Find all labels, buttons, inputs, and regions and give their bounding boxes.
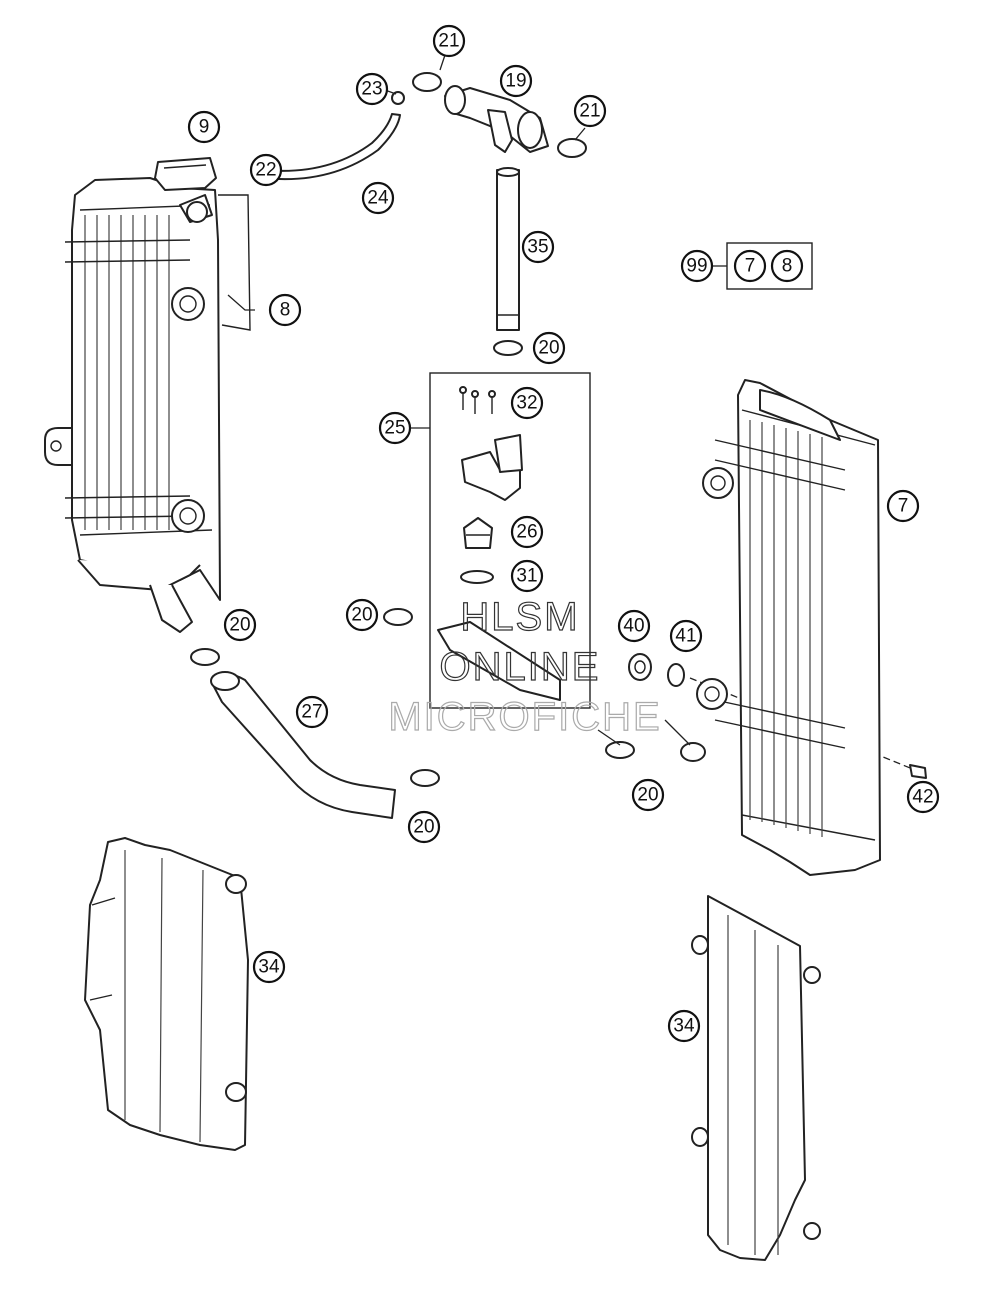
right-radiator-shroud: [691, 895, 821, 1261]
callout-41: 41: [669, 619, 703, 653]
callout-21: 21: [573, 94, 607, 128]
svg-text:21: 21: [438, 31, 459, 52]
screws: [459, 386, 496, 414]
callout-32: 32: [510, 386, 544, 420]
svg-text:35: 35: [527, 237, 548, 258]
svg-text:9: 9: [199, 117, 210, 138]
right-radiator: [696, 379, 881, 876]
svg-text:22: 22: [255, 160, 276, 181]
radiator-cap: [154, 157, 217, 191]
svg-text:27: 27: [301, 702, 322, 723]
svg-text:26: 26: [516, 522, 537, 543]
hose-clamp: [383, 608, 413, 626]
svg-text:40: 40: [623, 616, 644, 637]
callout-8-kit: 8: [770, 249, 804, 283]
callout-25: 25: [378, 411, 412, 445]
svg-text:41: 41: [675, 626, 696, 647]
watermark: HLSM ONLINE MICROFICHE: [388, 594, 661, 739]
callout-20: 20: [631, 778, 665, 812]
housing-lower: [437, 621, 561, 701]
bolt: [909, 764, 927, 779]
callout-42: 42: [906, 780, 940, 814]
thermostat: [463, 517, 493, 549]
svg-text:34: 34: [258, 957, 280, 978]
coolant-pipe: [496, 167, 520, 331]
svg-text:7: 7: [898, 496, 909, 517]
svg-text:21: 21: [579, 101, 600, 122]
svg-text:25: 25: [384, 418, 405, 439]
callout-20: 20: [345, 598, 379, 632]
callout-34: 34: [252, 950, 286, 984]
water-pump-cover: [461, 434, 523, 501]
thermostat-assembly: [412, 72, 587, 158]
callout-99: 99: [680, 249, 714, 283]
callout-24: 24: [361, 181, 395, 215]
o-ring: [460, 570, 494, 584]
washer: [667, 663, 685, 687]
svg-text:19: 19: [505, 71, 526, 92]
callout-7-kit: 7: [733, 249, 767, 283]
svg-text:MICROFICHE: MICROFICHE: [388, 695, 661, 739]
svg-text:7: 7: [745, 256, 756, 277]
hose-clamp: [493, 340, 523, 356]
svg-text:ONLINE: ONLINE: [440, 645, 601, 689]
svg-text:20: 20: [538, 338, 559, 359]
callout-20: 20: [223, 608, 257, 642]
callout-19: 19: [499, 64, 533, 98]
callout-22: 22: [249, 153, 283, 187]
left-radiator-shroud: [84, 837, 249, 1151]
radiator-hose: [210, 671, 396, 819]
svg-text:32: 32: [516, 393, 537, 414]
callout-31: 31: [510, 559, 544, 593]
assembly-box: [429, 372, 591, 709]
callout-21: 21: [432, 24, 466, 58]
callout-20: 20: [532, 331, 566, 365]
hose-clamp: [410, 769, 440, 787]
hose-clamp: [605, 741, 635, 759]
callout-27: 27: [295, 695, 329, 729]
callout-26: 26: [510, 515, 544, 549]
callout-8: 8: [268, 293, 302, 327]
svg-text:34: 34: [673, 1016, 695, 1037]
left-radiator: [44, 177, 221, 633]
callout-23: 23: [355, 72, 389, 106]
svg-text:20: 20: [413, 817, 434, 838]
callout-9: 9: [187, 110, 221, 144]
svg-text:20: 20: [637, 785, 658, 806]
svg-text:23: 23: [361, 79, 382, 100]
callout-40: 40: [617, 609, 651, 643]
callout-34: 34: [667, 1009, 701, 1043]
svg-text:HLSM: HLSM: [460, 595, 579, 639]
hose-clamp: [190, 648, 220, 666]
svg-text:42: 42: [912, 787, 933, 808]
callout-7: 7: [886, 489, 920, 523]
svg-text:8: 8: [280, 300, 291, 321]
hose-clamp: [680, 742, 706, 762]
callout-20: 20: [407, 810, 441, 844]
svg-text:24: 24: [367, 188, 389, 209]
svg-text:20: 20: [229, 615, 250, 636]
svg-text:20: 20: [351, 605, 372, 626]
svg-text:99: 99: [686, 256, 707, 277]
callout-35: 35: [521, 230, 555, 264]
svg-text:8: 8: [782, 256, 793, 277]
svg-text:31: 31: [516, 566, 537, 587]
grommet: [628, 653, 652, 681]
sticker-outline: [218, 194, 251, 331]
